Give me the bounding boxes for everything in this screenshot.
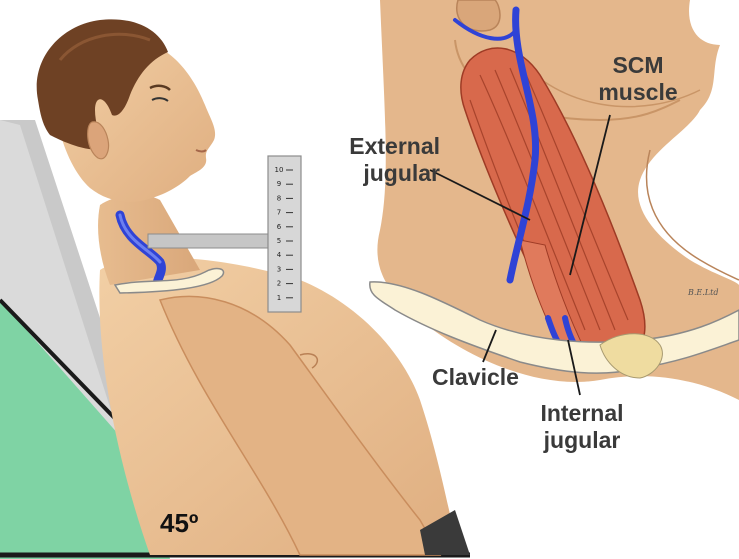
ruler-tick-label: 10: [275, 166, 284, 174]
external-label-line1: External: [320, 133, 440, 160]
ruler-tick-label: 8: [277, 194, 281, 202]
ruler-tick-label: 4: [277, 251, 282, 259]
angle-label: 45º: [160, 508, 198, 539]
ruler-tick-label: 1: [277, 294, 281, 302]
scm-muscle-label: SCM muscle: [588, 52, 688, 106]
ruler-tick-label: 2: [277, 280, 281, 288]
horizontal-bar: [148, 234, 268, 248]
internal-jugular-label: Internal jugular: [527, 400, 637, 454]
credit-text: B.E.Ltd: [688, 288, 718, 297]
ruler-tick-label: 7: [277, 209, 281, 217]
vertical-ruler: [268, 156, 301, 312]
ruler-tick-label: 5: [277, 237, 281, 245]
external-label-line2: jugular: [320, 160, 440, 187]
ruler-tick-label: 3: [277, 265, 281, 273]
ruler-tick-label: 6: [277, 223, 282, 231]
scm-label-line1: SCM: [588, 52, 688, 79]
scm-label-line2: muscle: [588, 79, 688, 106]
external-jugular-label: External jugular: [320, 133, 440, 187]
internal-label-line1: Internal: [527, 400, 637, 427]
internal-label-line2: jugular: [527, 427, 637, 454]
ruler-tick-label: 9: [277, 180, 281, 188]
clavicle-label: Clavicle: [432, 364, 519, 391]
